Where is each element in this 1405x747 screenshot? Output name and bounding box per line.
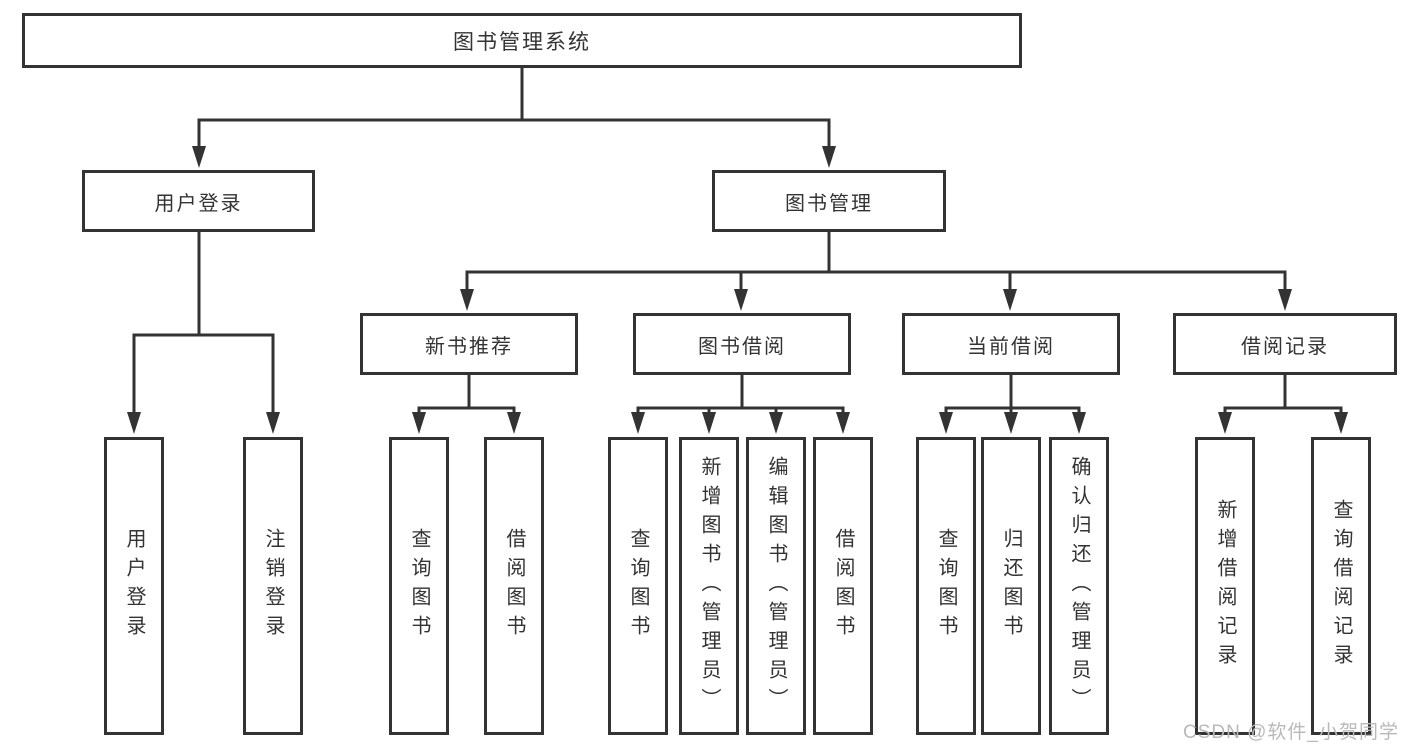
leaf-label: 编辑图书（管理员）	[765, 455, 787, 717]
leaf-edit-book-admin: 编辑图书（管理员）	[746, 437, 806, 735]
leaf-add-borrow-record: 新增借阅记录	[1195, 437, 1255, 735]
leaf-label: 用户登录	[123, 528, 145, 644]
leaf-label: 注销登录	[262, 528, 284, 644]
leaf-query-book-borrow: 查询图书	[608, 437, 668, 735]
leaf-borrow-book-borrow: 借阅图书	[813, 437, 873, 735]
leaf-confirm-return-admin: 确认归还（管理员）	[1049, 437, 1109, 735]
node-label: 图书借阅	[698, 335, 786, 358]
leaf-label: 查询图书	[935, 528, 957, 644]
node-label: 图书管理系统	[453, 30, 591, 54]
node-book-management: 图书管理	[712, 170, 946, 232]
leaf-label: 借阅图书	[832, 528, 854, 644]
node-library-management-system: 图书管理系统	[22, 13, 1022, 68]
leaf-add-book-admin: 新增图书（管理员）	[679, 437, 739, 735]
leaf-query-borrow-record: 查询借阅记录	[1311, 437, 1371, 735]
leaf-label: 新增借阅记录	[1214, 499, 1236, 673]
leaf-label: 新增图书（管理员）	[698, 455, 720, 717]
node-label: 图书管理	[785, 192, 873, 215]
leaf-label: 归还图书	[1000, 528, 1022, 644]
node-new-book-recommend: 新书推荐	[360, 313, 578, 375]
leaf-label: 借阅图书	[503, 528, 525, 644]
node-user-login: 用户登录	[82, 170, 315, 232]
leaf-label: 查询图书	[408, 528, 430, 644]
leaf-query-book-current: 查询图书	[916, 437, 976, 735]
leaf-label: 查询借阅记录	[1330, 499, 1352, 673]
node-label: 借阅记录	[1241, 335, 1329, 358]
node-book-borrow: 图书借阅	[633, 313, 851, 375]
leaf-borrow-book-newrec: 借阅图书	[484, 437, 544, 735]
leaf-query-book-newrec: 查询图书	[389, 437, 449, 735]
node-current-borrow: 当前借阅	[902, 313, 1120, 375]
leaf-label: 确认归还（管理员）	[1068, 455, 1090, 717]
leaf-return-book: 归还图书	[981, 437, 1041, 735]
watermark: CSDN @软件_小贺同学	[1183, 722, 1399, 743]
node-label: 当前借阅	[967, 335, 1055, 358]
leaf-logout-login: 注销登录	[243, 437, 303, 735]
leaf-user-login: 用户登录	[104, 437, 164, 735]
leaf-label: 查询图书	[627, 528, 649, 644]
node-label: 用户登录	[154, 192, 243, 215]
node-label: 新书推荐	[425, 335, 513, 358]
node-borrow-records: 借阅记录	[1173, 313, 1397, 375]
